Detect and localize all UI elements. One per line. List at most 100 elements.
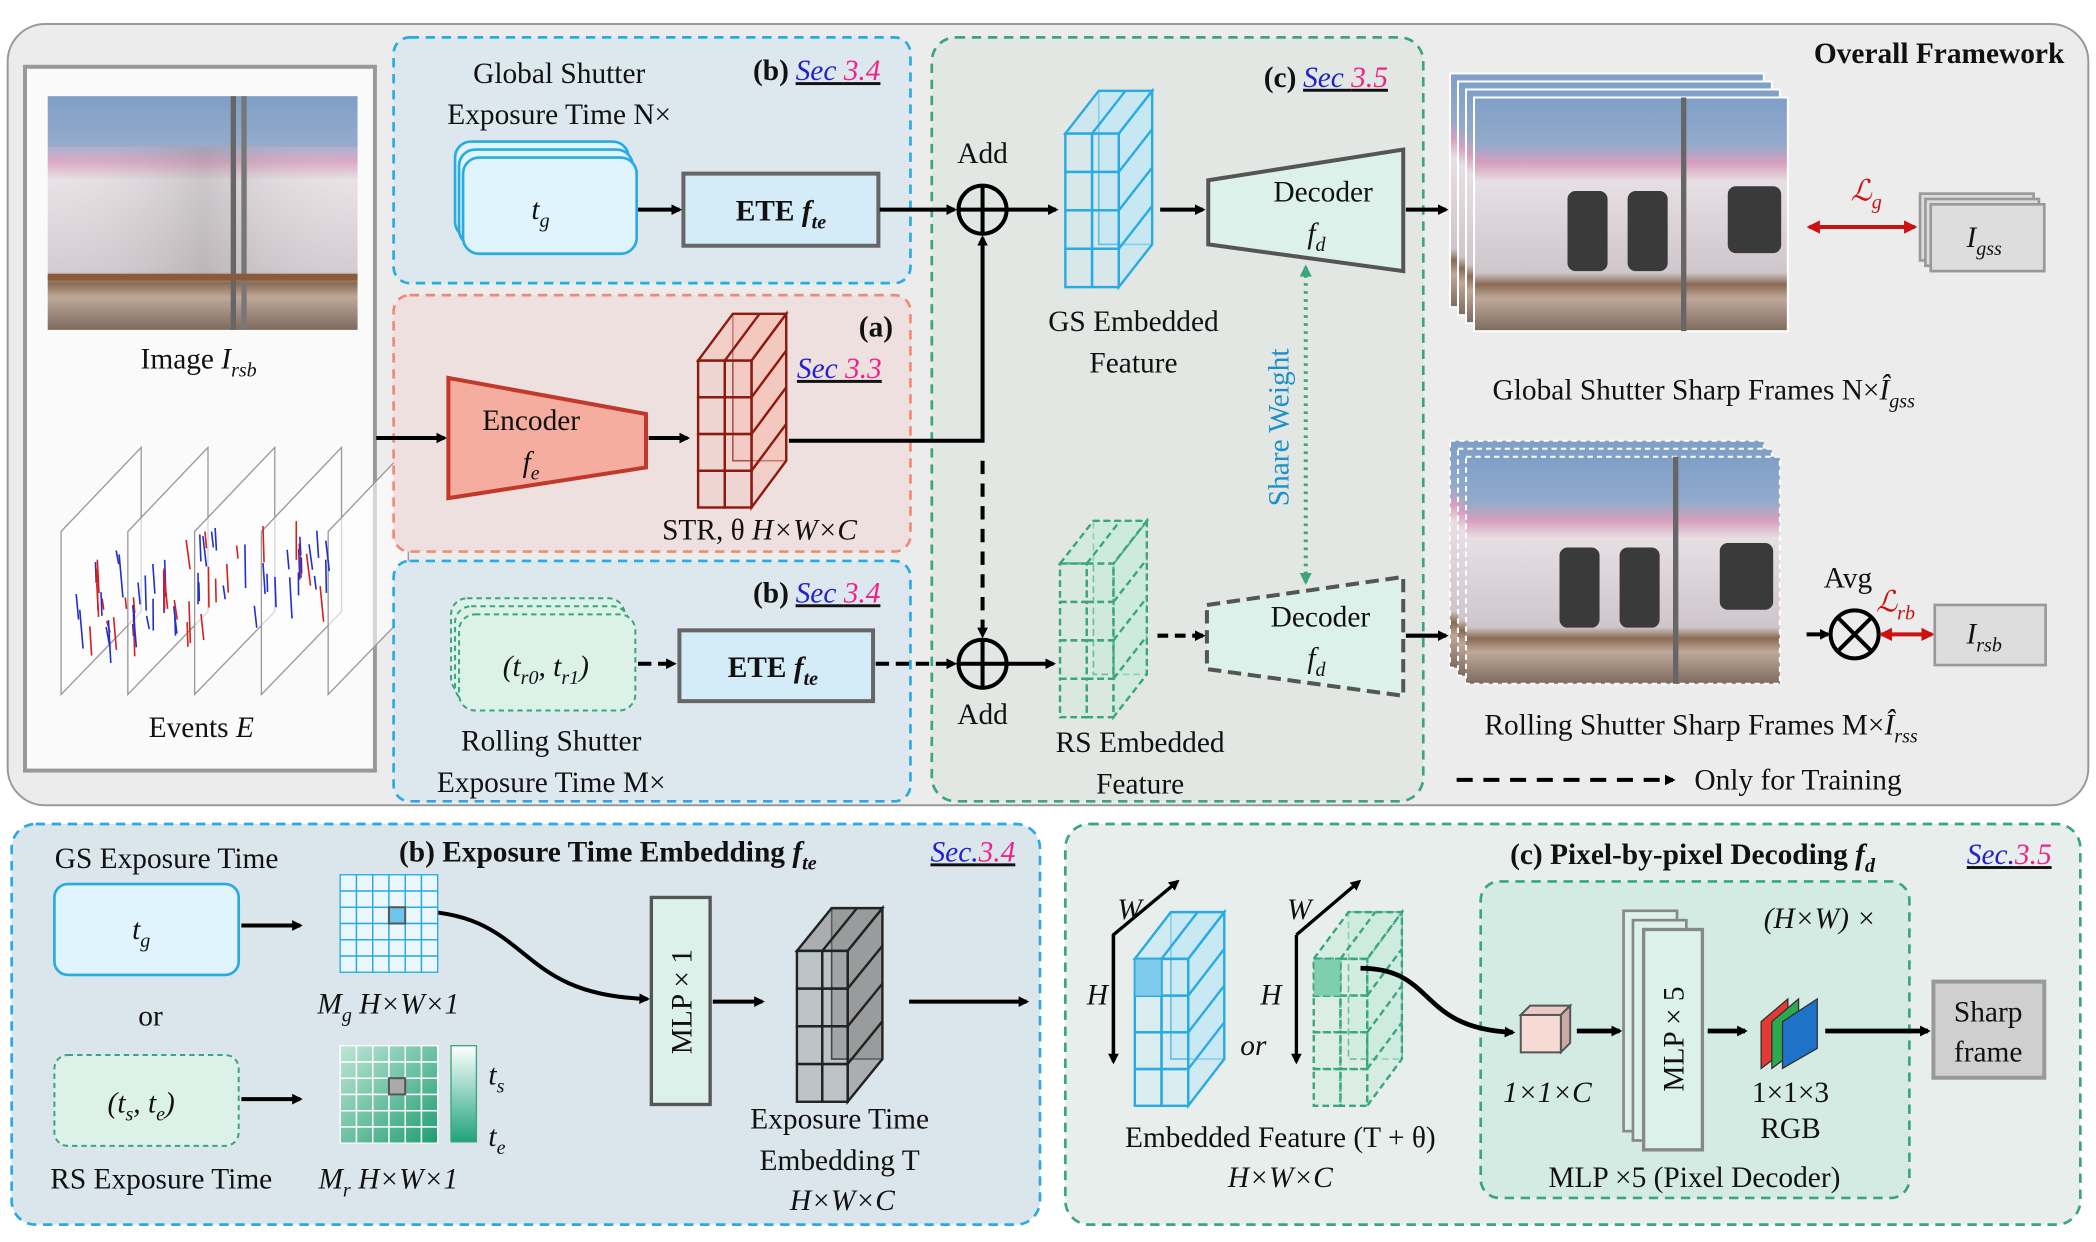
ete-detail-title: (b) Exposure Time Embedding fte — [399, 836, 817, 874]
decoder-detail-sec-link[interactable]: Sec.3.5 — [1967, 839, 2052, 871]
cube-cell — [821, 949, 849, 990]
rs-embedded-feature-cube — [1057, 517, 1150, 721]
cube-cell — [723, 432, 753, 472]
event-stroke — [316, 530, 320, 558]
svg-text:MLP × 5: MLP × 5 — [1659, 986, 1691, 1091]
event-stroke — [262, 562, 266, 595]
cube-side-line — [1187, 948, 1226, 997]
cube-cell — [795, 987, 824, 1028]
add-top-icon — [956, 183, 1009, 236]
axis-w-label-1: W — [1117, 894, 1144, 926]
cube-side-line — [1117, 205, 1154, 250]
event-stroke — [162, 570, 169, 609]
event-stroke — [305, 553, 312, 586]
cube-top-line — [821, 907, 858, 952]
gs-frames-caption: Global Shutter Sharp Frames N×Îgss — [1493, 373, 1916, 412]
cube-cell — [1090, 247, 1120, 289]
event-stroke — [94, 562, 98, 583]
svg-text:ETE fte: ETE fte — [728, 652, 818, 690]
ete-detail-sec-link[interactable]: Sec.3.4 — [930, 836, 1015, 868]
cube-side-line — [846, 1020, 884, 1065]
cube-side-line — [1366, 984, 1403, 1034]
gs-exposure-line1: Global Shutter — [473, 58, 645, 90]
grid-cell — [420, 1126, 439, 1144]
cube-cell — [1339, 1031, 1369, 1071]
gs-exposure-line2: Exposure Time N× — [447, 99, 671, 131]
time-embedding-cube — [794, 904, 885, 1106]
grid-cell — [420, 955, 439, 973]
grid-highlight-cell — [387, 1077, 407, 1096]
cube-cell — [1312, 994, 1342, 1034]
mg-label: Mg H×W×1 — [316, 989, 459, 1027]
svg-text:Encoder: Encoder — [482, 405, 580, 437]
rgb-dims-label: 1×1×3 — [1752, 1077, 1829, 1109]
event-stroke — [308, 544, 314, 570]
cube-side-line — [846, 982, 884, 1028]
decoding-branch-sec-link[interactable]: Sec 3.5 — [1303, 62, 1388, 94]
cube-cell — [1090, 170, 1120, 212]
event-stroke — [288, 577, 293, 619]
cube-cell — [1085, 562, 1115, 604]
cube-cell — [1133, 1067, 1163, 1107]
event-stroke — [244, 544, 247, 589]
cube-cell — [723, 359, 753, 399]
event-stroke — [188, 601, 192, 644]
avg-label: Avg — [1824, 563, 1873, 595]
event-stroke — [222, 585, 226, 600]
gs-time-input: tg — [53, 882, 241, 977]
cube-cell — [1058, 600, 1088, 642]
gs-time-stack: tg — [453, 140, 639, 256]
rs-exposure-line2: Exposure Time M× — [437, 767, 666, 799]
cube-cell — [1064, 170, 1094, 212]
cube-cell — [723, 396, 753, 436]
gs-branch-sec-link[interactable]: Sec 3.4 — [796, 55, 881, 87]
svg-text:fe: fe — [523, 446, 540, 484]
event-frames — [60, 445, 409, 697]
event-stroke — [152, 563, 156, 594]
train-window — [1627, 190, 1668, 272]
cube-cell — [1085, 600, 1115, 642]
decoder-rs-block: Decoder fd — [1204, 574, 1406, 699]
event-stroke — [266, 573, 269, 592]
cube-cell — [1312, 1031, 1342, 1071]
cube-top-line — [1160, 911, 1199, 960]
or-label: or — [138, 1001, 163, 1033]
gs-embedded-feature-cube — [1062, 87, 1155, 291]
ete-output-line2: Embedding T — [760, 1145, 920, 1177]
cube-side-line — [1112, 596, 1148, 642]
rs-branch-sec-link[interactable]: Sec 3.4 — [796, 577, 881, 609]
cube-cell — [723, 469, 753, 509]
pole — [1681, 97, 1687, 332]
event-stroke — [214, 527, 218, 551]
time-gradient-bar — [450, 1045, 478, 1143]
cube-side-line — [1117, 166, 1154, 212]
cube-side-line — [1112, 558, 1148, 603]
cube-side-line — [750, 386, 788, 435]
ete-gs-block: ETE fte — [681, 171, 881, 248]
cube-side-line — [750, 349, 788, 399]
cube-cell — [696, 359, 727, 399]
cube-top-line — [1091, 90, 1127, 135]
cube-cell — [1064, 209, 1094, 250]
encoder-branch-sec-link[interactable]: Sec 3.3 — [797, 353, 882, 385]
svg-text:(ts, te): (ts, te) — [108, 1087, 175, 1125]
cube-cell — [1064, 247, 1094, 289]
loss-rb-label: ℒrb — [1876, 587, 1915, 625]
mlp-1-block: MLP × 1 — [649, 895, 712, 1107]
legend-only-training: Only for Training — [1694, 764, 1902, 796]
cube-cell — [1160, 1031, 1190, 1071]
event-stroke — [324, 559, 328, 593]
axes-arrows — [1108, 879, 1362, 1065]
svg-text:Sharp: Sharp — [1954, 997, 2023, 1029]
cube-side-line — [750, 423, 788, 472]
rgb-label: RGB — [1760, 1113, 1820, 1145]
gt-gs-frames: Igss — [1918, 192, 2046, 273]
rs-sharp-frames — [1448, 439, 1781, 685]
train-window — [1559, 547, 1600, 628]
pixel-select-arrow — [1360, 965, 1516, 1038]
event-stroke — [132, 597, 136, 614]
event-stroke — [210, 531, 215, 548]
event-stroke — [253, 605, 258, 628]
svg-text:MLP × 1: MLP × 1 — [666, 949, 698, 1054]
event-stroke — [202, 536, 208, 567]
